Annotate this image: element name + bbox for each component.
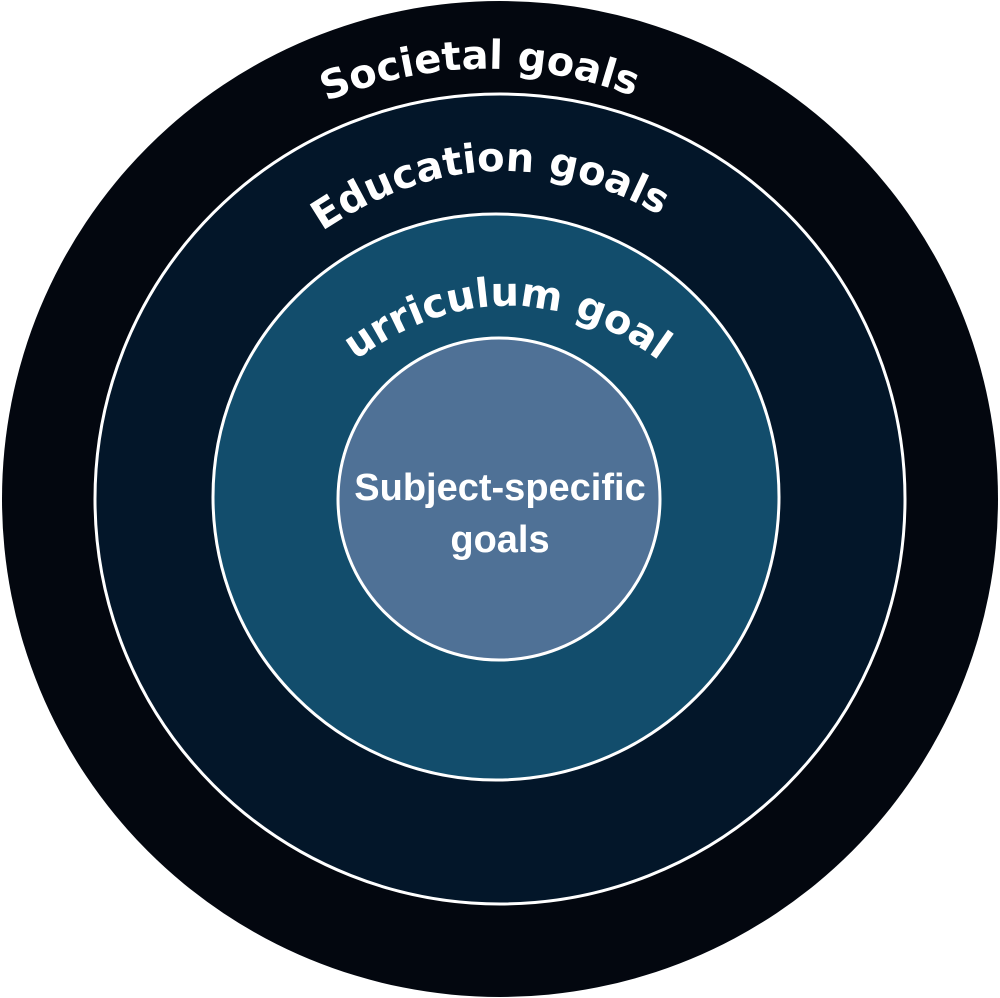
subject-label-line-2: goals	[450, 519, 550, 561]
subject-specific-goals-label: Subject-specific goals	[340, 462, 660, 566]
subject-specific-goals-circle	[336, 336, 662, 662]
subject-label-line-1: Subject-specific	[354, 467, 646, 509]
